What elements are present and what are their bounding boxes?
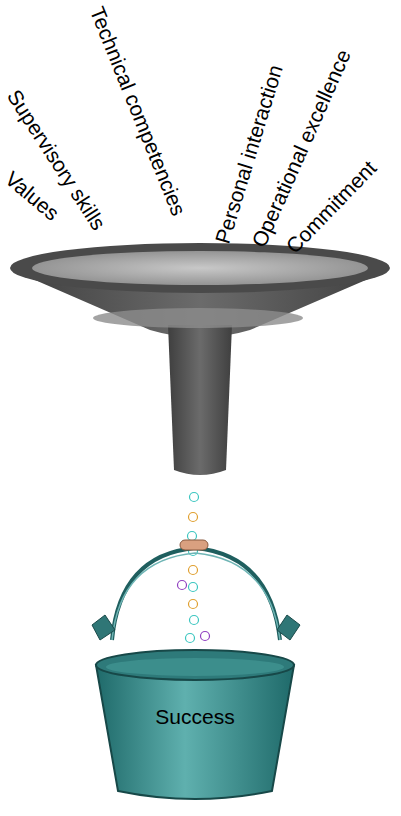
funnel-spout [168, 325, 232, 475]
input-label: Technical competencies [85, 4, 191, 220]
bucket-top [96, 650, 294, 680]
bucket-inside [106, 658, 284, 676]
success-bucket: Success [92, 645, 298, 805]
funnel-opening [32, 251, 368, 285]
handle-grip [180, 540, 208, 550]
bucket-label: Success [92, 705, 298, 729]
handle-hinge [277, 615, 300, 640]
smiley-drops [178, 493, 210, 643]
bucket-handle-highlight [112, 553, 280, 640]
funnel-inner [93, 308, 303, 328]
bucket-body [96, 665, 294, 799]
funnel-rim [10, 243, 390, 293]
handle-hinge [92, 615, 115, 640]
bucket-handle [112, 548, 280, 640]
